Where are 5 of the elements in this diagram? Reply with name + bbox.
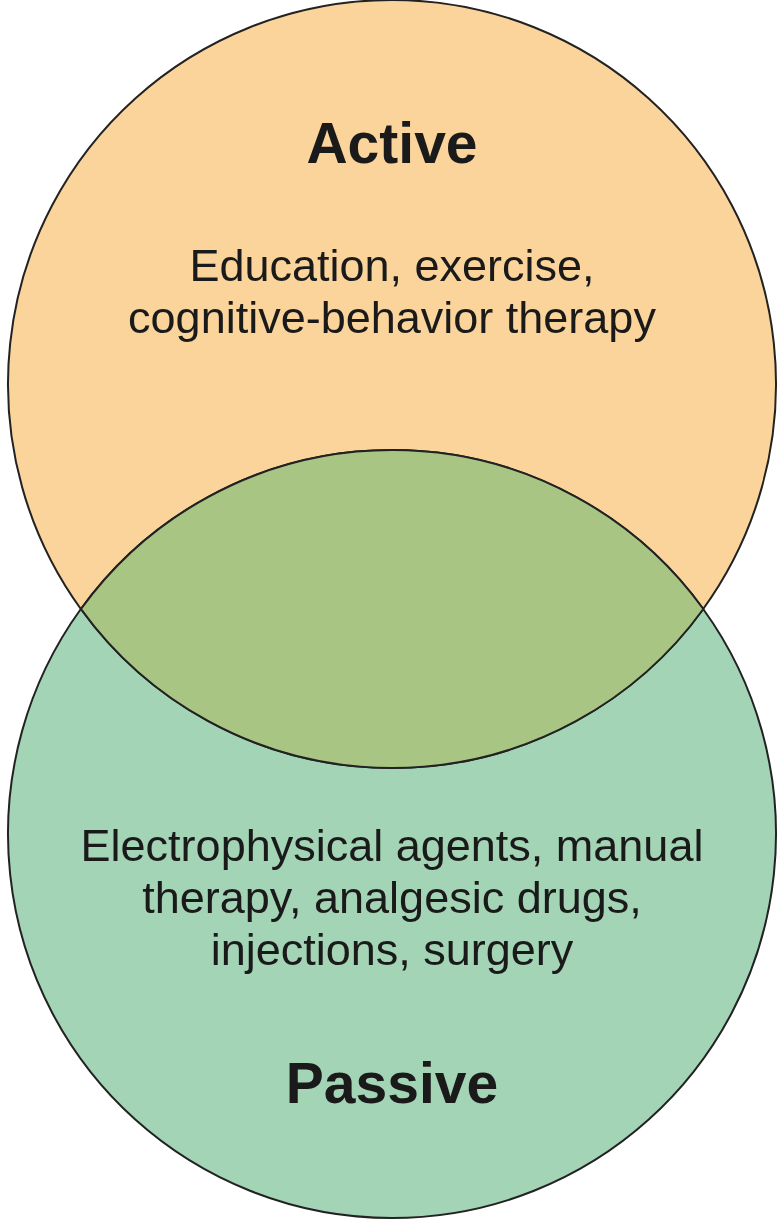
circle-heading: Active [306, 110, 478, 176]
circle-heading: Passive [285, 1050, 499, 1116]
overlap-region [80, 450, 704, 768]
circle-text: Electrophysical agents, manual therapy, analgesic drugs, injections, surgery [79, 820, 705, 976]
circle-text: Education, exercise, cognitive-behavior therapy [127, 240, 657, 344]
